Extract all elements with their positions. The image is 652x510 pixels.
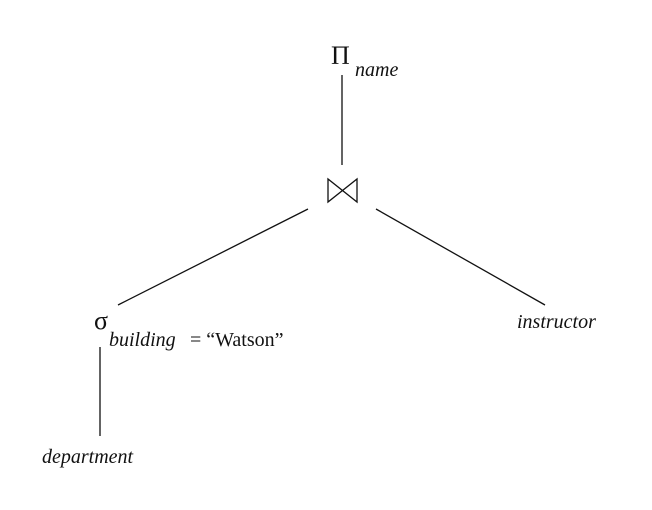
edge-join-instructor	[375, 208, 546, 306]
projection-attribute: name	[355, 59, 399, 81]
join-icon	[327, 177, 358, 204]
edge-join-selection	[117, 208, 309, 306]
relation-department: department	[42, 446, 134, 468]
projection-symbol: Π	[331, 41, 350, 70]
selection-condition: = “Watson”	[190, 329, 284, 351]
selection-attribute: building	[109, 329, 176, 351]
selection-symbol: σ	[94, 306, 109, 335]
relation-instructor: instructor	[517, 311, 596, 333]
